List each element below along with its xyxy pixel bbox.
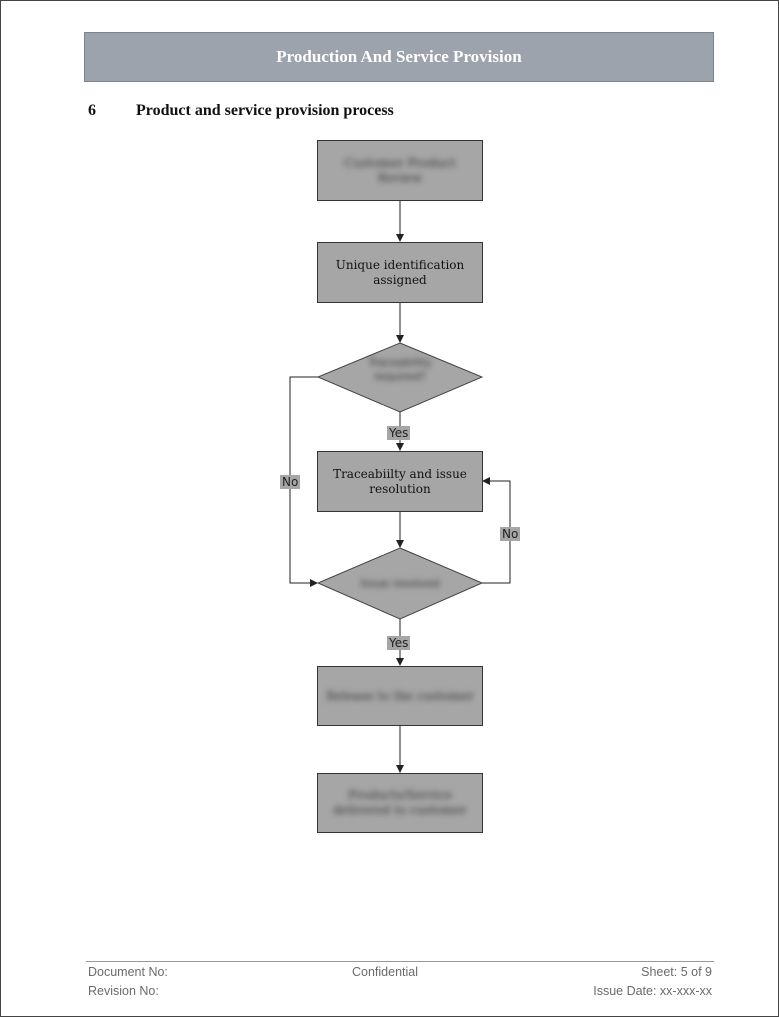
start-box: Customer Product Review xyxy=(317,140,483,201)
traceability-box: Traceabiilty and issue resolution xyxy=(317,451,483,512)
section-number: 6 xyxy=(88,102,96,119)
header-title: Production And Service Provision xyxy=(276,47,522,66)
footer-issue-date: Issue Date: xx-xxx-xx xyxy=(593,984,712,998)
release-label: Release to the customer xyxy=(326,688,474,703)
section-title: Product and service provision process xyxy=(136,102,394,119)
end-label: Products/Service delivered to customer xyxy=(333,788,467,817)
start-box-label: Customer Product Review xyxy=(344,155,456,185)
footer-revision-no: Revision No: xyxy=(88,984,159,998)
header-band: Production And Service Provision xyxy=(84,32,714,82)
release-box: Release to the customer xyxy=(317,666,483,726)
footer-divider xyxy=(86,961,714,962)
yes-label-2: Yes xyxy=(387,636,411,650)
decision2-label: Issue resolved xyxy=(360,577,440,590)
decision1-label: Traceability required? xyxy=(368,356,432,383)
yes-label-1: Yes xyxy=(387,426,411,440)
unique-id-box: Unique identification assigned xyxy=(317,242,483,303)
no-label-right: No xyxy=(500,527,521,541)
end-box: Products/Service delivered to customer xyxy=(317,773,483,833)
traceability-label: Traceabiilty and issue resolution xyxy=(333,466,467,496)
footer-sheet: Sheet: 5 of 9 xyxy=(641,965,712,979)
no-label-left: No xyxy=(280,475,301,489)
unique-id-label: Unique identification assigned xyxy=(335,257,465,287)
footer-confidential: Confidential xyxy=(352,965,419,979)
footer-document-no: Document No: xyxy=(88,965,168,979)
